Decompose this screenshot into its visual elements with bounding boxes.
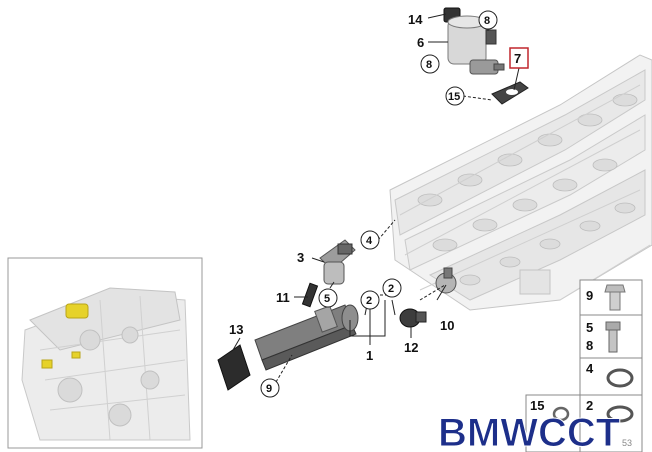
- table-label-2: 2: [586, 398, 593, 413]
- temperature-sensor: [435, 267, 457, 294]
- callout-15: 15: [448, 91, 460, 103]
- callout-2-right: 2: [388, 283, 394, 295]
- highlighted-part-yellow: [65, 303, 89, 319]
- table-label-9: 9: [586, 288, 593, 303]
- callout-11: 11: [276, 290, 290, 305]
- callout-4: 4: [366, 235, 373, 247]
- callout-highlight-box: [509, 47, 529, 69]
- control-valve: [217, 304, 359, 391]
- watermark: BMWCCT 53: [438, 411, 633, 452]
- small-parts-table: 9 5 8 4 15 2: [525, 279, 643, 452]
- solenoid-actuator: [443, 7, 505, 75]
- table-label-15: 15: [530, 398, 544, 413]
- callout-7: 7: [514, 51, 521, 66]
- watermark-text: BMWCCT: [438, 411, 620, 452]
- callout-12: 12: [404, 340, 418, 355]
- table-label-5: 5: [586, 320, 593, 335]
- sensor-assembly: [301, 239, 356, 308]
- reference-number: 53: [622, 438, 632, 448]
- callout-6: 6: [417, 35, 424, 50]
- callout-8-top: 8: [484, 15, 490, 27]
- table-label-8: 8: [586, 338, 593, 353]
- connector-part: [217, 344, 251, 391]
- callout-8-lower: 8: [426, 59, 432, 71]
- callout-2-left: 2: [366, 295, 372, 307]
- seal-ring-icon: [552, 405, 634, 423]
- leader-lines: [232, 13, 520, 383]
- callout-10: 10: [440, 318, 454, 333]
- table-label-4: 4: [586, 361, 594, 376]
- callout-9: 9: [266, 383, 272, 395]
- cylinder-head-illustration: [389, 54, 652, 311]
- plug-part: [399, 308, 427, 328]
- callout-5: 5: [324, 293, 330, 305]
- callout-3: 3: [297, 250, 304, 265]
- o-ring-icon: [606, 368, 634, 388]
- callout-14: 14: [408, 12, 423, 27]
- bolt-icon: [604, 284, 626, 311]
- callout-1: 1: [366, 348, 373, 363]
- engine-inset: [7, 257, 203, 449]
- callout-13: 13: [229, 322, 243, 337]
- screw-icon: [605, 321, 621, 353]
- gasket-part: [491, 81, 529, 105]
- callout-labels: 14 8 6 8 7 15 4 3 5 11 2 2 1 10 12 13 9: [229, 10, 529, 398]
